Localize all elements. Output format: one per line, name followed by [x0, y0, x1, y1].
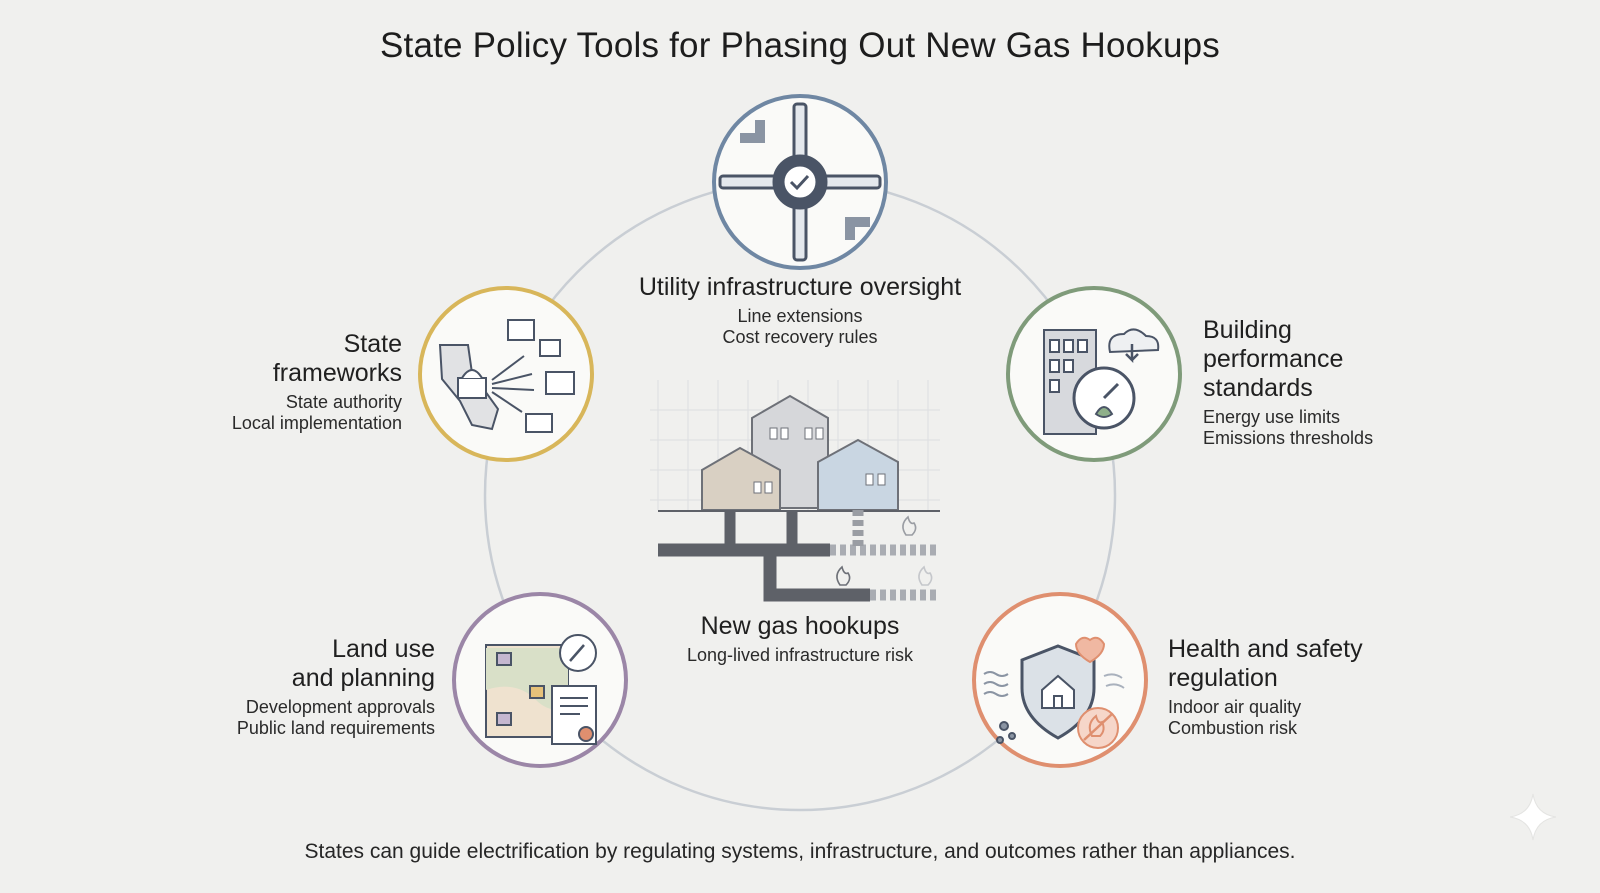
building-heading-line-1: Building — [1203, 316, 1292, 344]
utility-line-2: Cost recovery rules — [722, 327, 878, 347]
state-map-capitol-icon — [438, 319, 575, 433]
land-heading-line-1: Land use — [332, 635, 435, 663]
land-line-1: Development approvals — [245, 697, 435, 717]
center-heading: New gas hookups — [700, 612, 900, 640]
state-frameworks-node — [418, 286, 594, 462]
houses-pipes-illustration — [650, 380, 940, 602]
center-label: New gas hookups Long-lived infrastructur… — [600, 612, 1000, 666]
land-use-label: Land use and planning Development approv… — [190, 635, 435, 739]
pipes-gear-check-icon — [718, 102, 882, 262]
state-line-2: Local implementation — [231, 413, 402, 433]
building-line-1: Energy use limits — [1203, 407, 1341, 427]
land-line-2: Public land requirements — [236, 718, 435, 738]
health-heading-line-2: regulation — [1168, 664, 1278, 692]
utility-line-1: Line extensions — [737, 306, 863, 326]
utility-label: Utility infrastructure oversight Line ex… — [600, 273, 1000, 348]
building-heading-line-3: standards — [1203, 374, 1313, 402]
health-line-1: Indoor air quality — [1168, 697, 1302, 717]
building-performance-label: Building performance standards Energy us… — [1203, 316, 1463, 449]
building-performance-node — [1006, 286, 1182, 462]
center-sub: Long-lived infrastructure risk — [686, 645, 914, 665]
utility-node — [712, 94, 888, 270]
health-safety-label: Health and safety regulation Indoor air … — [1168, 635, 1428, 739]
building-heading-line-2: performance — [1203, 345, 1344, 373]
footer-caption: States can guide electrification by regu… — [304, 840, 1296, 863]
health-safety-node — [972, 592, 1148, 768]
utility-heading: Utility infrastructure oversight — [638, 273, 962, 301]
health-line-2: Combustion risk — [1168, 718, 1298, 738]
land-heading-line-2: and planning — [291, 664, 435, 692]
page-title: State Policy Tools for Phasing Out New G… — [379, 26, 1221, 65]
state-heading-line-2: frameworks — [272, 359, 402, 387]
map-compass-document-icon — [485, 634, 597, 745]
building-gauge-cloud-icon — [1043, 328, 1160, 435]
health-heading-line-1: Health and safety — [1168, 635, 1363, 663]
state-frameworks-label: State frameworks State authority Local i… — [180, 330, 402, 434]
building-line-2: Emissions thresholds — [1203, 428, 1374, 448]
land-use-node — [452, 592, 628, 768]
state-line-1: State authority — [285, 392, 402, 412]
state-heading-line-1: State — [343, 330, 402, 358]
shield-house-flame-icon — [983, 636, 1125, 749]
sparkle-icon — [1509, 793, 1557, 841]
